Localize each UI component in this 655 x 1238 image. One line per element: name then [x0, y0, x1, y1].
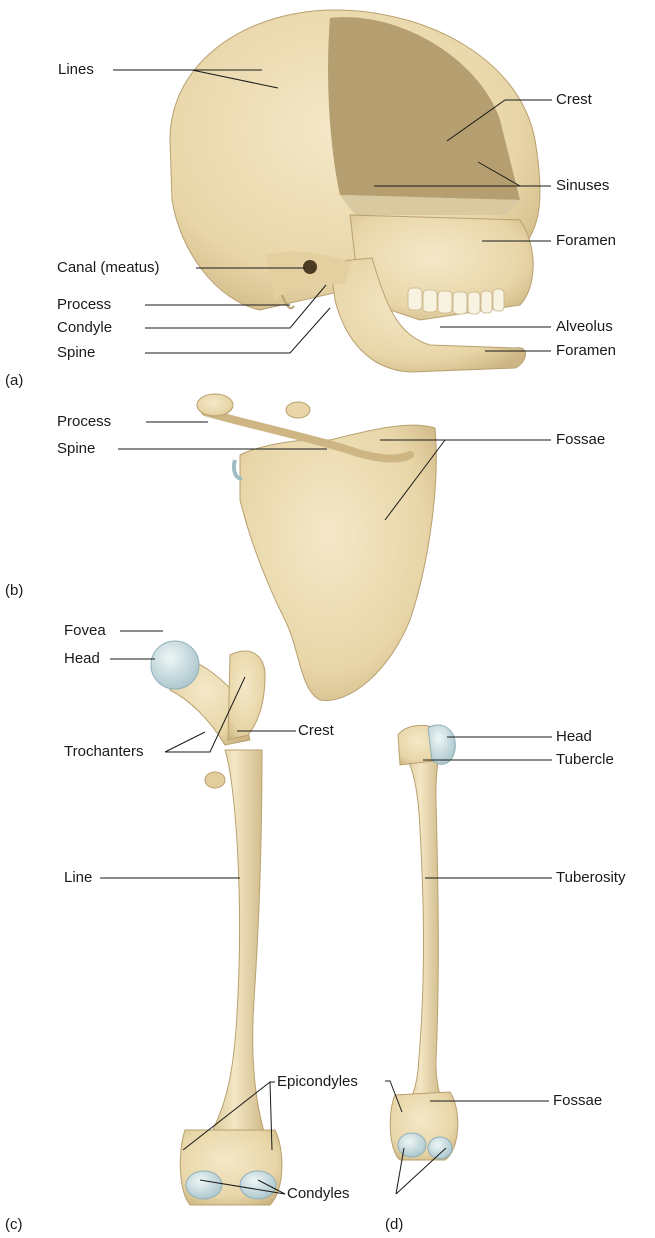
label-crest-skull: Crest	[556, 91, 592, 109]
label-epicondyles: Epicondyles	[277, 1073, 358, 1091]
label-crest-femur: Crest	[298, 722, 334, 740]
panel-label-d: (d)	[385, 1216, 403, 1233]
label-fossae-scapula: Fossae	[556, 431, 605, 449]
label-process-scapula: Process	[57, 413, 111, 431]
label-head-femur: Head	[64, 650, 100, 668]
panel-label-a: (a)	[5, 372, 23, 389]
label-condyle: Condyle	[57, 319, 112, 337]
label-lines: Lines	[58, 61, 94, 79]
label-alveolus: Alveolus	[556, 318, 613, 336]
panel-label-b: (b)	[5, 582, 23, 599]
label-sinuses: Sinuses	[556, 177, 609, 195]
label-tubercle: Tubercle	[556, 751, 614, 769]
label-tuberosity: Tuberosity	[556, 869, 625, 887]
label-spine-skull: Spine	[57, 344, 95, 362]
label-head-humerus: Head	[556, 728, 592, 746]
femur-drawing	[151, 641, 282, 1205]
label-line: Line	[64, 869, 92, 887]
label-fovea: Fovea	[64, 622, 106, 640]
label-spine-scapula: Spine	[57, 440, 95, 458]
panel-label-c: (c)	[5, 1216, 23, 1233]
label-process-skull: Process	[57, 296, 111, 314]
label-trochanters: Trochanters	[64, 743, 143, 761]
humerus-drawing	[390, 725, 458, 1160]
label-fossae-humerus: Fossae	[553, 1092, 602, 1110]
label-condyles: Condyles	[287, 1185, 350, 1203]
skull-drawing	[170, 10, 540, 372]
label-foramen-lower: Foramen	[556, 342, 616, 360]
label-canal: Canal (meatus)	[57, 259, 160, 277]
label-foramen-upper: Foramen	[556, 232, 616, 250]
